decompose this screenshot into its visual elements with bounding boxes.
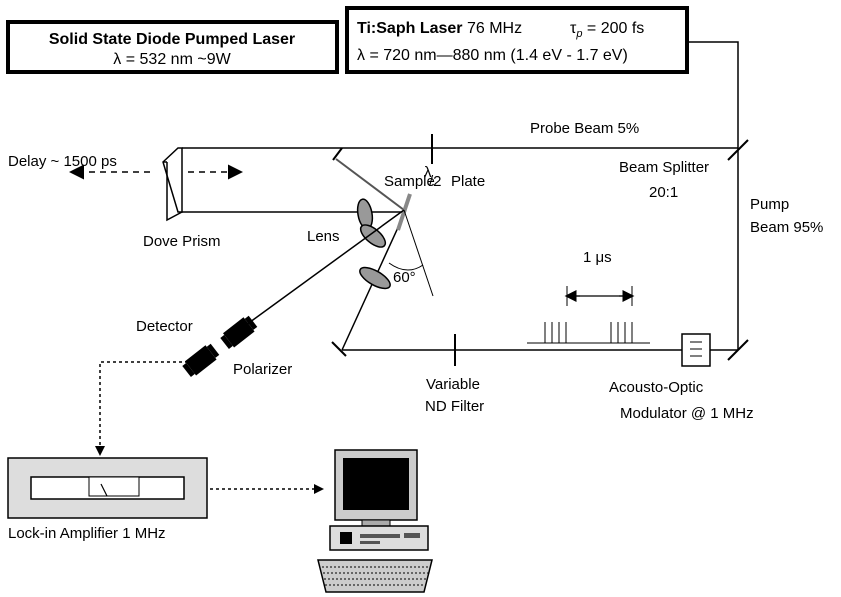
signal-arrow-down	[95, 446, 105, 456]
half-wave-text: Plate	[451, 173, 485, 190]
sample-label: Sample	[384, 173, 435, 190]
tisaph-name: Ti:Saph Laser	[357, 20, 463, 37]
tau-value: = 200 fs	[582, 20, 644, 37]
signal-line-detector-lockin	[99, 361, 188, 452]
variable-nd-label-2: ND Filter	[425, 398, 484, 415]
lens-3-icon	[359, 266, 391, 290]
tau-sub: p	[575, 28, 582, 40]
dove-prism-label: Dove Prism	[143, 233, 221, 250]
pump-laser-box: Solid State Diode Pumped Laser λ = 532 n…	[6, 20, 339, 74]
pump-beam-label-2: Beam 95%	[750, 219, 823, 236]
aom-label-2: Modulator @ 1 MHz	[620, 405, 754, 422]
pulse-period-label: 1 μs	[583, 249, 612, 266]
tau-symbol: τ	[570, 20, 577, 37]
variable-nd-label-1: Variable	[426, 376, 480, 393]
half-wave-plate-label: λ /2 Plate	[424, 164, 485, 190]
split-ratio-label: 20:1	[649, 184, 678, 201]
tisaph-laser-line1: Ti:Saph Laser 76 MHz	[357, 20, 522, 37]
top-left-mirror	[332, 147, 343, 161]
angle-label: 60°	[393, 269, 416, 286]
probe-beam-label: Probe Beam 5%	[530, 120, 639, 137]
lens-2-icon	[359, 224, 387, 248]
pulse-period-marker	[564, 286, 635, 306]
bottom-left-mirror	[331, 341, 347, 357]
tisaph-spec: λ = 720 nm—880 nm (1.4 eV - 1.7 eV)	[357, 47, 628, 64]
sample-normal-line	[403, 209, 434, 297]
detector-label: Detector	[136, 318, 193, 335]
beam-splitter-label: Beam Splitter	[619, 159, 709, 176]
lens-label: Lens	[307, 228, 340, 245]
pulse-train-icon	[527, 322, 650, 344]
lockin-amplifier-icon	[7, 457, 208, 519]
tisaph-rate: 76 MHz	[463, 20, 523, 37]
reflected-beam-to-detector	[234, 209, 405, 334]
dove-prism-icon	[162, 147, 183, 222]
pump-laser-spec: λ = 532 nm ~9W	[113, 51, 231, 68]
pump-laser-title: Solid State Diode Pumped Laser	[49, 31, 295, 48]
polarizer-icon	[220, 315, 258, 349]
computer-icon	[317, 449, 433, 593]
aom-label-1: Acousto-Optic	[609, 379, 704, 396]
lockin-label: Lock-in Amplifier 1 MHz	[8, 525, 166, 542]
polarizer-label: Polarizer	[233, 361, 292, 378]
tisaph-laser-box: Ti:Saph Laser 76 MHz τp = 200 fs λ = 720…	[345, 6, 689, 74]
sample	[396, 193, 412, 231]
angle-arc	[388, 262, 424, 271]
tisaph-output-beam	[687, 41, 739, 150]
half-wave-num: λ	[424, 164, 432, 181]
aom-icon	[681, 333, 711, 367]
reflected-beam-to-top-mirror	[335, 158, 405, 211]
detector-icon	[182, 343, 220, 377]
tisaph-tau: τp = 200 fs	[570, 20, 644, 40]
signal-arrow-right	[314, 484, 324, 494]
delay-label: Delay ~ 1500 ps	[8, 153, 117, 170]
pump-beam-label-1: Pump	[750, 196, 789, 213]
half-wave-den: /2	[429, 173, 442, 190]
